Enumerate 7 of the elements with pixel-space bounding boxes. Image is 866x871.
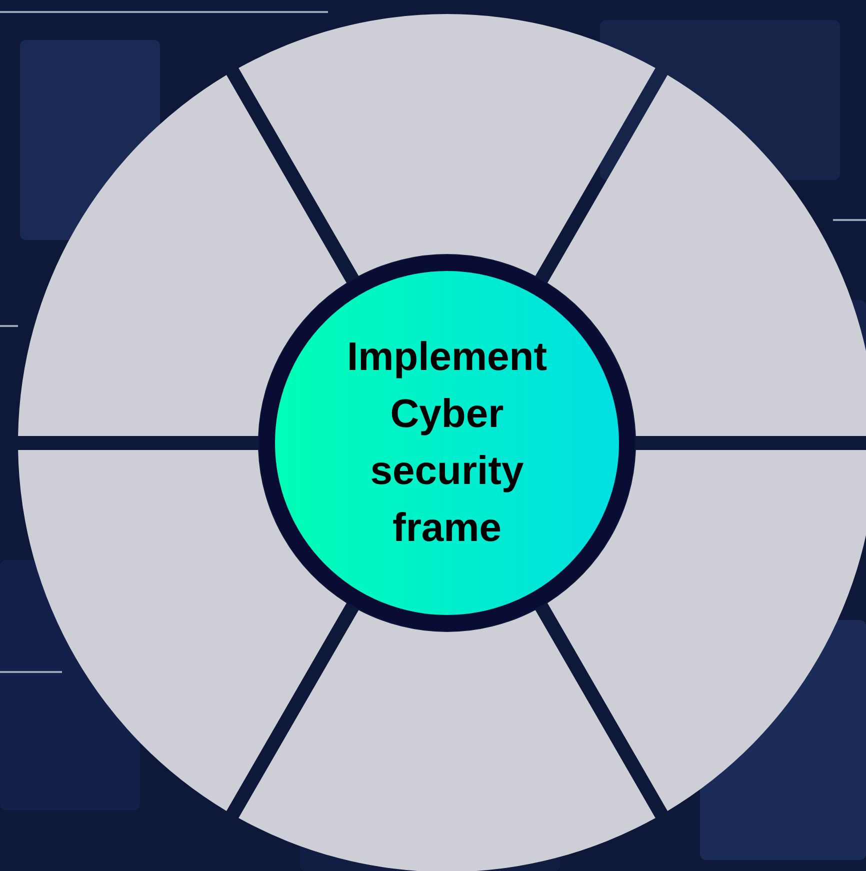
wheel-segment (238, 610, 656, 871)
wheel-segment (18, 75, 346, 436)
wheel-segment (548, 450, 866, 811)
wheel-segment (238, 14, 656, 276)
wheel-segment (18, 450, 346, 811)
center-title: Implement Cyber security frame (346, 334, 548, 552)
wheel-segment (548, 75, 866, 436)
